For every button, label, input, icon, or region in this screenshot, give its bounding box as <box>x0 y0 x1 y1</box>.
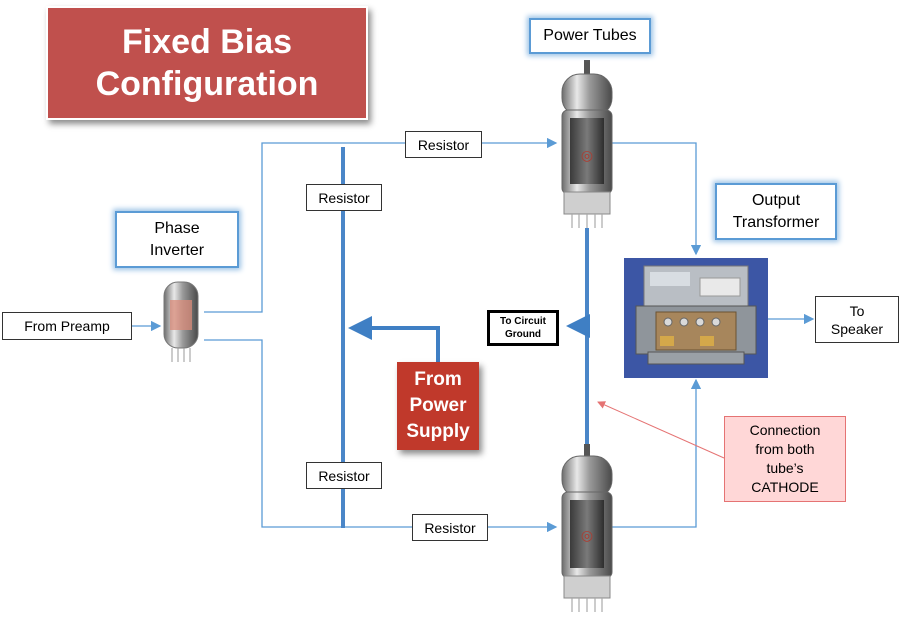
svg-text:◎: ◎ <box>581 528 593 544</box>
power-tube-bottom: ◎ <box>561 444 613 612</box>
resistor-left-upper: Resistor <box>306 184 382 211</box>
resistor-top-horizontal: Resistor <box>405 131 482 158</box>
svg-text:◎: ◎ <box>581 148 593 164</box>
phase-inverter-tube <box>163 281 199 362</box>
signal-wires <box>132 137 815 533</box>
cathode-pointer <box>597 401 725 459</box>
power-supply-feed <box>348 316 440 362</box>
power-tubes-label: Power Tubes <box>529 18 651 54</box>
title-line-2: Configuration <box>95 65 319 103</box>
to-speaker-box: To Speaker <box>815 296 899 343</box>
output-transformer-image <box>624 258 768 378</box>
from-preamp-label: From Preamp <box>2 312 132 340</box>
title-line-1: Fixed Bias <box>121 23 293 61</box>
power-tube-top: ◎ <box>561 60 613 228</box>
to-circuit-ground-box: To Circuit Ground <box>487 310 559 346</box>
phase-inverter-label: Phase Inverter <box>115 211 239 268</box>
cathode-connection-note: Connection from both tube’s CATHODE <box>724 416 846 502</box>
diagram-title: Fixed Bias Configuration <box>46 6 368 120</box>
resistor-bottom-horizontal: Resistor <box>412 514 488 541</box>
from-power-supply-box: From Power Supply <box>397 362 479 450</box>
resistor-left-lower: Resistor <box>306 462 382 489</box>
output-transformer-label: Output Transformer <box>715 183 837 240</box>
